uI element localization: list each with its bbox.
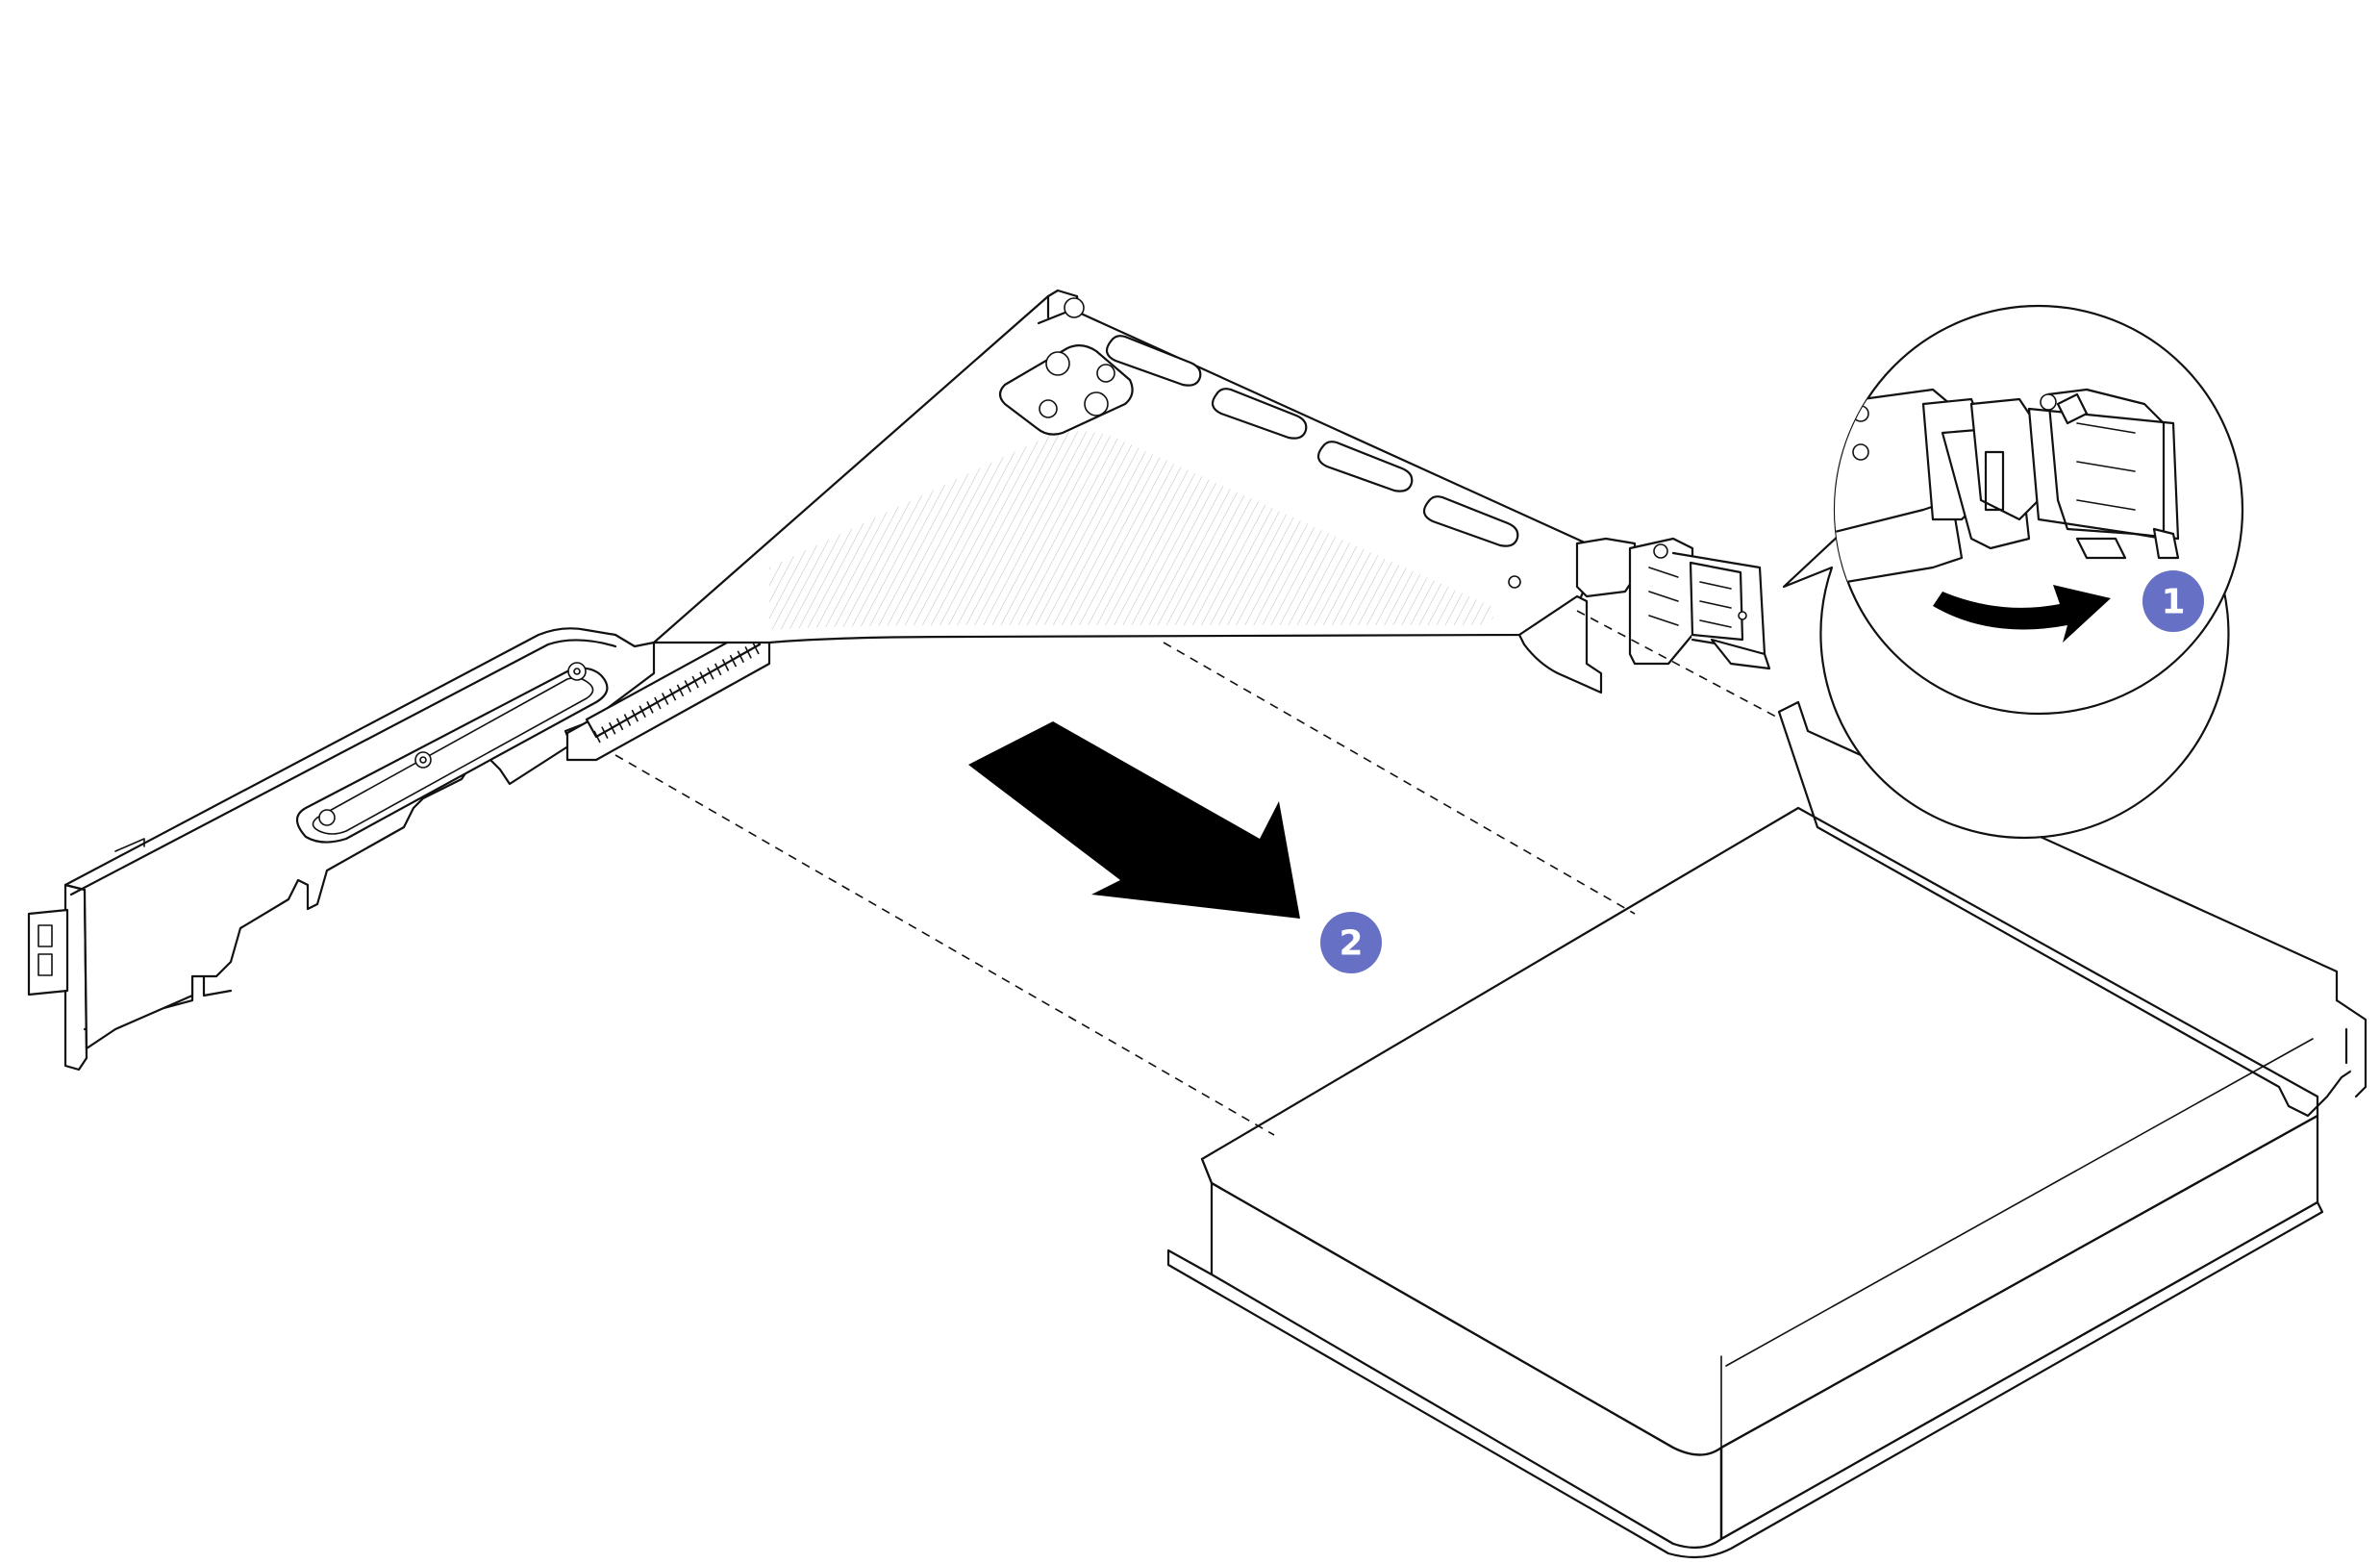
connector-pin: [639, 705, 646, 719]
connector-pin: [668, 688, 677, 701]
zoom-callout: [1782, 304, 2244, 839]
step-1-label: 1: [2161, 583, 2185, 622]
vent-slots: [1105, 335, 1519, 547]
connector-pin: [752, 642, 760, 655]
step-1-badge: 1: [2142, 570, 2204, 632]
connector-pin: [601, 726, 609, 739]
step-2-badge: 2: [1320, 912, 1382, 973]
connector-pin: [684, 680, 692, 693]
connector-pin: [623, 714, 632, 726]
connector-pin: [615, 718, 624, 731]
connector-pin: [608, 721, 616, 735]
connector-pin: [744, 646, 752, 659]
pcie-riser-connector: [565, 618, 771, 762]
riser-latch: [1517, 537, 1771, 694]
slide-out-arrow: [968, 721, 1300, 919]
connector-pin: [593, 730, 601, 744]
connector-pin: [646, 700, 654, 714]
connector-pin: [631, 709, 639, 722]
alignment-guides: [614, 610, 1790, 1136]
connector-pin: [737, 650, 745, 664]
connector-pin: [676, 684, 685, 697]
connector-pin: [661, 693, 669, 705]
pcie-adapter: [1166, 700, 2367, 1559]
adapter-front-face: [1200, 1157, 1723, 1550]
riser-base-rail: [63, 627, 656, 1050]
connector-pin: [729, 654, 738, 668]
connector-pin: [721, 659, 730, 671]
adapter-pcb: [1166, 1200, 2324, 1559]
riser-top-plate: [652, 289, 1589, 644]
riser-cage: [27, 289, 1771, 1072]
curved-arrow-icon: [1933, 585, 2111, 643]
screw-opening: [998, 344, 1134, 436]
hatched-surface: [769, 431, 1494, 630]
adapter-side-face: [1719, 1114, 2319, 1541]
straight-arrow-icon: [968, 721, 1300, 919]
step-2-label: 2: [1339, 924, 1363, 964]
connector-pin: [699, 671, 707, 685]
connector-pin: [707, 667, 714, 680]
connector-pin: [714, 663, 722, 676]
connector-pin: [691, 675, 699, 689]
connector-pin: [654, 696, 662, 710]
